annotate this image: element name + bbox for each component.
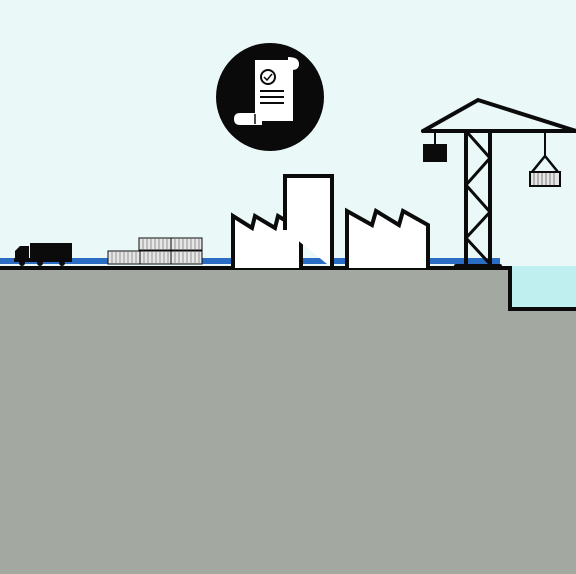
truck-icon: [14, 243, 72, 266]
crane-counterweight: [423, 144, 447, 162]
crane-hanging-container: [529, 171, 561, 187]
shipping-containers-icon: [107, 237, 203, 265]
harbor-water: [500, 266, 576, 310]
ground: [0, 268, 576, 574]
factory-tower: [283, 174, 334, 268]
factory-base: [299, 262, 347, 270]
certificate-document-icon: [216, 43, 324, 151]
port-crane-icon: [421, 97, 576, 268]
factory-building-right: [345, 207, 430, 268]
